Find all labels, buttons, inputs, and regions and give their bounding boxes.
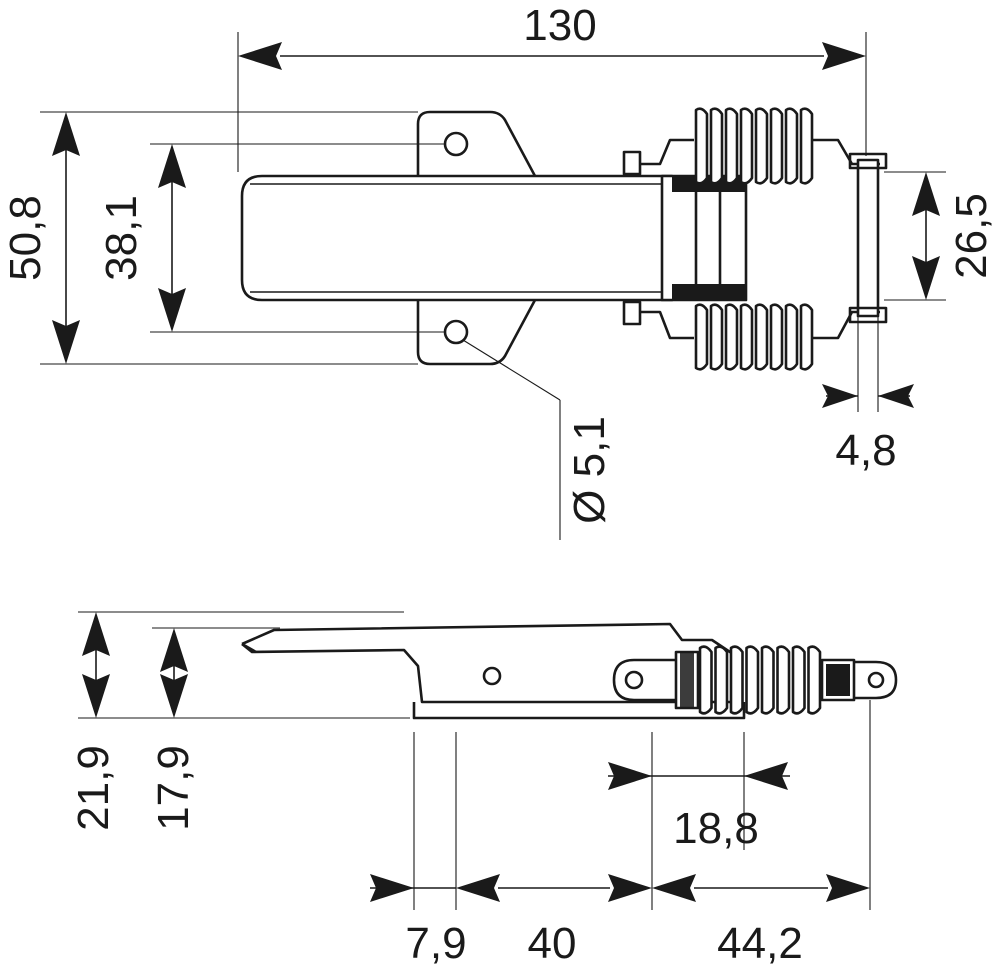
side-eyelet-left-hole	[624, 670, 644, 690]
side-hook-neck-shade	[826, 664, 850, 696]
side-eyelet-right-hole	[867, 671, 885, 689]
lever-body	[240, 174, 674, 302]
dim-hole-diameter: Ø 5,1	[565, 416, 614, 524]
spring-coil	[709, 303, 724, 371]
spring-coil	[791, 645, 806, 715]
dim-overall-length: 130	[523, 1, 596, 50]
spring-top	[694, 107, 814, 185]
spring-coil	[694, 303, 709, 371]
spring-coil	[745, 645, 760, 715]
top-view	[240, 107, 888, 371]
spring-coil	[754, 303, 769, 371]
dim-hook-wire: 4,8	[835, 426, 896, 475]
dim-hook-width: 26,5	[947, 193, 996, 279]
spring-coil	[784, 303, 799, 371]
side-lever-profile	[241, 622, 743, 704]
spring-coil	[729, 645, 744, 715]
side-lever-tip	[241, 642, 257, 654]
pivot-pin-top	[622, 150, 642, 176]
side-spring-core-shade	[680, 652, 694, 708]
spring-coil	[714, 645, 729, 715]
spring-bottom	[694, 303, 814, 371]
mount-flange	[416, 110, 537, 366]
side-view	[241, 622, 898, 720]
dim-hole-offset: 40	[528, 919, 577, 968]
spring-coil	[807, 645, 822, 715]
spring-coil	[694, 107, 709, 185]
dim-side-height-inner: 17,9	[149, 745, 198, 831]
spring-coil	[799, 303, 814, 371]
spring-coil	[754, 107, 769, 185]
mount-hole-top	[443, 131, 469, 157]
spring-coil	[724, 303, 739, 371]
dim-mount-hole-spacing: 38,1	[97, 195, 146, 281]
spring-coil	[698, 645, 713, 715]
side-eyelet-left	[612, 658, 680, 702]
dim-mount-outer-spacing: 50,8	[1, 195, 50, 281]
pivot-block-shade	[672, 284, 746, 300]
hook-pin-bottom	[848, 306, 888, 324]
mount-hole-bottom	[443, 319, 469, 345]
pivot-block	[660, 174, 748, 302]
side-view-dimensions: 21,9 17,9 18,8 7,9 40 44,2	[69, 611, 871, 968]
dim-side-height-outer: 21,9	[69, 745, 118, 831]
spring-coil	[769, 303, 784, 371]
side-base-plate	[412, 702, 746, 720]
spring-coil	[739, 303, 754, 371]
side-eyelet-right	[854, 660, 898, 700]
dim-spring-reach: 44,2	[717, 919, 803, 968]
spring-coil	[799, 107, 814, 185]
spring-coil	[709, 107, 724, 185]
spring-coil	[724, 107, 739, 185]
spring-coil	[769, 107, 784, 185]
spring-coil	[784, 107, 799, 185]
pivot-pin-bottom	[622, 300, 642, 326]
top-view-dimensions: 130 50,8 38,1 Ø 5,1 26,5 4,8	[1, 1, 996, 540]
dim-base-offset: 7,9	[405, 919, 466, 968]
spring-coil	[739, 107, 754, 185]
hook-bar	[856, 158, 880, 318]
spring-coil	[760, 645, 775, 715]
side-spring	[698, 645, 822, 715]
dim-spring-offset: 18,8	[673, 804, 759, 853]
side-pivot-hole	[482, 666, 502, 686]
spring-coil	[776, 645, 791, 715]
hook-pin-top	[848, 152, 888, 170]
